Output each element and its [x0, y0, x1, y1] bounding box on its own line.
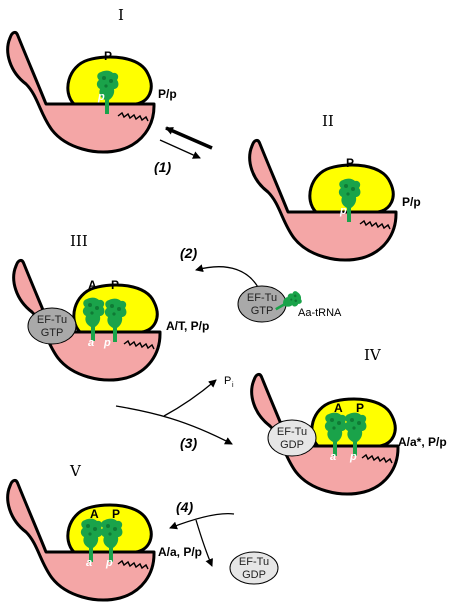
step-4-label: (4) [176, 499, 193, 515]
panel-I: I P p P/p [6, 6, 177, 154]
panel-III-site-A: A [88, 278, 97, 292]
panel-I-label: I [118, 6, 124, 24]
panel-I-state: P/p [158, 87, 177, 101]
panel-III-site-p: p [103, 337, 111, 349]
panel-IV-ef-tu-gdp [267, 419, 317, 457]
panel-II: II P p P/p [248, 112, 421, 262]
panel-V-site-A: A [90, 507, 99, 521]
step-3-main-arrow [115, 405, 233, 445]
step-4-arrows: (4) [169, 499, 235, 567]
released-ef-gdp: GDP [242, 569, 266, 581]
panel-I-site-p: p [97, 91, 105, 103]
step-3-arrows: P i (3) [115, 375, 234, 451]
step-1-label: (1) [154, 159, 171, 175]
pi-label: P [224, 375, 231, 387]
panel-I-ribosome [6, 30, 156, 154]
released-ef-name: EF-Tu [239, 556, 269, 568]
reverse-arrow-thick [165, 126, 213, 150]
panel-I-site-P: P [104, 49, 112, 63]
aa-trna-label: Aa-tRNA [298, 307, 342, 319]
panel-IV-site-a: a [330, 451, 336, 463]
panel-V-site-P: P [112, 507, 120, 521]
panel-III-label: III [70, 232, 88, 250]
pi-subscript: i [232, 382, 234, 389]
pi-release-arrow [163, 379, 217, 417]
step-3-label: (3) [180, 435, 197, 451]
panel-V-site-a: a [86, 557, 92, 569]
released-ef-tu-gdp: EF-Tu GDP [229, 551, 279, 585]
panel-IV: IV EF-Tu GDP A P a p A/a*, P/p [250, 346, 447, 496]
ef-tu-name: EF-Tu [247, 292, 277, 304]
step-4-main-arrow [169, 512, 235, 530]
panel-II-site-P: P [346, 156, 354, 170]
panel-III-state: A/T, P/p [166, 319, 209, 333]
panel-II-ribosome [248, 138, 398, 262]
panel-V-site-p: p [105, 557, 113, 569]
panel-III-site-P: P [111, 278, 119, 292]
ef-tu-gtp: GTP [251, 305, 274, 317]
panel-V: V A P a p A/a, P/p [6, 462, 202, 602]
panel-IV-label: IV [364, 346, 382, 364]
panel-IV-state: A/a*, P/p [398, 435, 447, 449]
panel-V-ribosome [6, 478, 156, 602]
panel-II-label: II [322, 112, 334, 130]
panel-III-site-a: a [88, 337, 94, 349]
step-2-label: (2) [180, 245, 197, 261]
panel-V-label: V [69, 462, 82, 480]
forward-arrow-thin [159, 139, 201, 159]
panel-V-state: A/a, P/p [158, 545, 202, 559]
panel-III-ef-tu-gtp [27, 307, 77, 345]
ef-release-arrow [195, 519, 213, 567]
panel-II-site-p: p [339, 205, 347, 217]
panel-IV-site-P: P [356, 401, 364, 415]
incoming-ternary-complex: EF-Tu GTP Aa-tRNA [237, 285, 342, 323]
released-ef-bubble [229, 551, 279, 585]
panel-IV-site-p: p [349, 451, 357, 463]
panel-II-state: P/p [402, 195, 421, 209]
step-1-arrows: (1) [154, 126, 213, 175]
panel-IV-ef-gdp: GDP [280, 439, 304, 451]
panel-III-ef-name: EF-Tu [37, 314, 67, 326]
panel-IV-site-A: A [334, 401, 343, 415]
panel-III-ef-gtp: GTP [41, 327, 64, 339]
panel-III: III EF-Tu GTP A P a p A/T, P/p [12, 232, 209, 382]
panel-IV-ef-name: EF-Tu [277, 426, 307, 438]
